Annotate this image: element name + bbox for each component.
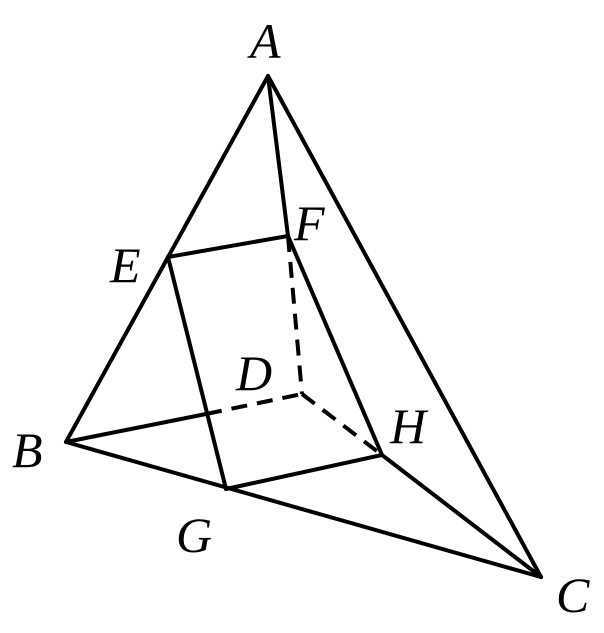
label-e: E [109,237,141,293]
label-c: C [556,567,590,623]
edge-dh-hidden [300,392,384,457]
label-f: F [293,195,325,251]
label-a: A [247,13,281,69]
edge-gh [224,453,384,491]
edge-bd-hidden [205,392,303,416]
edge-fh [286,234,384,457]
edge-hc [380,453,543,579]
label-b: B [12,422,43,478]
edge-ef [166,234,290,259]
edge-ad-upper [266,74,290,238]
edge-bd-visible [64,412,208,444]
label-d: D [235,345,272,401]
edge-ac [266,74,543,579]
edge-bc [64,440,543,579]
label-h: H [389,398,429,454]
edge-eg [166,255,228,491]
edge-fd-hidden [286,235,304,395]
label-g: G [176,507,212,563]
